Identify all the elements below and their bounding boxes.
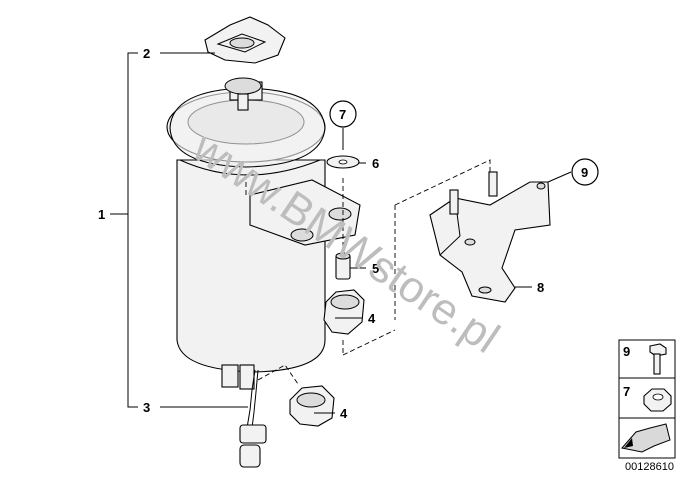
- callout-9-circle: 9: [571, 158, 599, 186]
- legend-item-9-number: 9: [623, 344, 630, 359]
- callout-9: 9: [581, 165, 588, 180]
- bolt-icon: [649, 343, 667, 375]
- washer: [326, 155, 360, 169]
- filler-neck: [224, 77, 263, 111]
- nut-icon: [643, 388, 672, 412]
- leader-9: [547, 171, 572, 183]
- hex-nut-upper: [323, 289, 365, 335]
- assembly-outline-lower: [257, 364, 299, 385]
- group-bracket: [127, 52, 138, 408]
- legend-item-7-number: 7: [623, 384, 630, 399]
- hex-nut-lower: [289, 385, 335, 427]
- level-sensor: [239, 369, 267, 468]
- spacer-sleeve: [335, 252, 351, 280]
- arrow-icon: [621, 423, 671, 453]
- diagram-reference-number: 00128610: [625, 461, 674, 473]
- callout-4-lower: 4: [340, 406, 348, 421]
- legend-panel: 9 7: [618, 339, 676, 459]
- callout-7: 7: [339, 107, 346, 122]
- callout-8: 8: [537, 280, 544, 295]
- reservoir-cap: [204, 16, 286, 64]
- callout-7-circle: 7: [329, 100, 357, 128]
- mounting-bracket: [429, 171, 551, 303]
- callout-4-upper: 4: [368, 311, 376, 326]
- callout-2: 2: [143, 46, 150, 61]
- callout-3: 3: [143, 400, 150, 415]
- reservoir-tank: [166, 87, 361, 390]
- callout-1: 1: [98, 207, 105, 222]
- assembly-outline-bracket: [245, 159, 491, 356]
- callout-6: 6: [372, 156, 379, 171]
- callout-5: 5: [372, 261, 379, 276]
